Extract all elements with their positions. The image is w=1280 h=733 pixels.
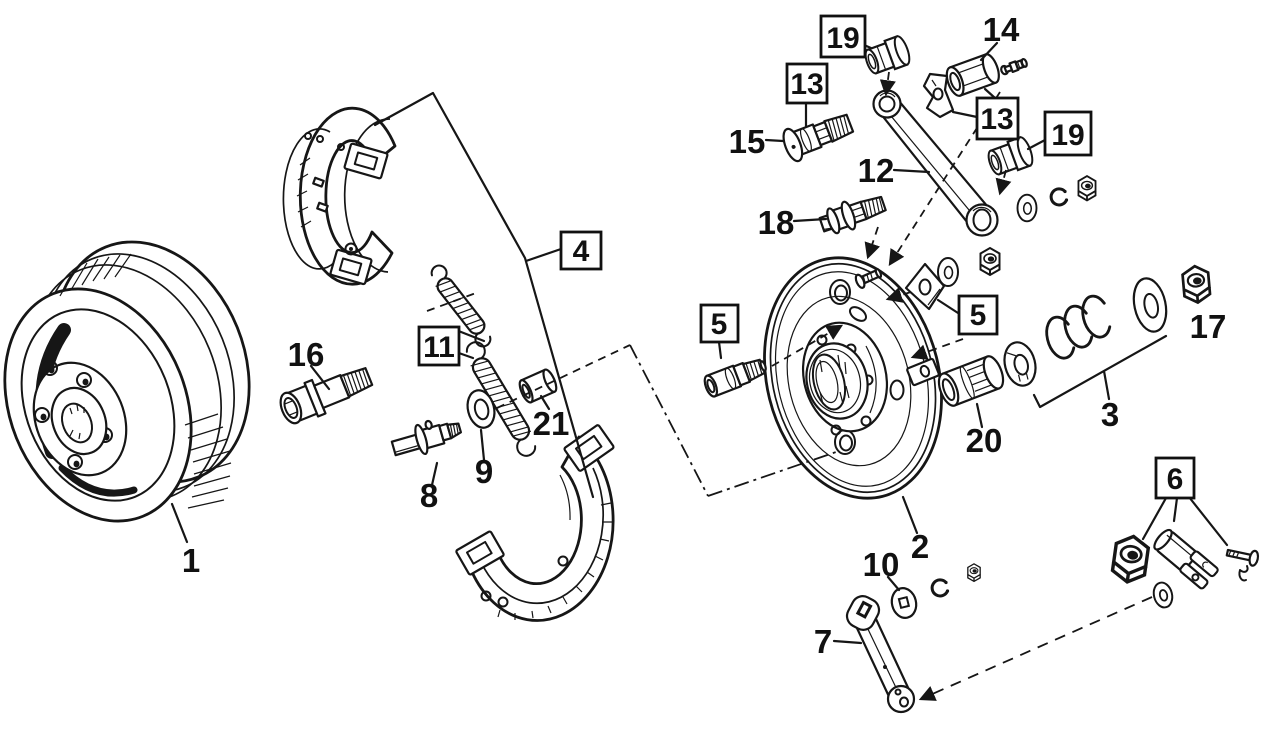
part-16-pivot-stud (279, 367, 374, 425)
callout-5-left: 5 (699, 303, 740, 344)
callout-6: 6 (1154, 456, 1196, 500)
part-19-bushing-right (984, 134, 1037, 180)
part-17-nut (1180, 263, 1213, 305)
callout-13-left: 13 (785, 62, 829, 105)
callout-12: 12 (858, 152, 895, 189)
part-5-anchor-washer (904, 262, 946, 311)
part-4-brake-shoe-upper (282, 106, 397, 286)
svg-text:13: 13 (790, 68, 823, 101)
callout-2: 2 (911, 528, 929, 565)
callout-3: 3 (1101, 396, 1119, 433)
part-7-brake-lever (845, 595, 916, 714)
nut-lever (1077, 175, 1097, 202)
part-13-plate-fragment (922, 72, 955, 119)
svg-text:5: 5 (711, 308, 728, 341)
part-3-keyed-washer (1003, 341, 1037, 387)
part-6-nut (1109, 532, 1152, 586)
part-2-backing-plate (763, 256, 943, 500)
part-5-stud (703, 358, 767, 398)
part-14-sleeve (945, 53, 1000, 97)
drum-lug-holes (34, 360, 113, 470)
svg-text:13: 13 (980, 103, 1013, 136)
callout-15: 15 (729, 123, 766, 160)
svg-text:6: 6 (1167, 463, 1184, 496)
part-1-brake-drum (3, 240, 251, 523)
callout-14: 14 (983, 11, 1020, 48)
leader-lines (170, 40, 1229, 645)
shoe-anchor-block (455, 530, 505, 576)
part-4-brake-shoe-lower (455, 424, 615, 622)
part-11-spring-upper (430, 264, 492, 348)
washer-lever (1016, 193, 1038, 223)
callout-18: 18 (758, 204, 795, 241)
anchor-tab (906, 357, 940, 387)
part-21-bushing (518, 368, 558, 404)
callouts: 1 2 3 4 5 5 6 7 8 9 10 11 12 13 13 14 15… (182, 11, 1227, 660)
shoe-anchor-block (343, 142, 389, 180)
c-clip-small (930, 578, 951, 598)
callout-16: 16 (288, 336, 325, 373)
callout-11: 11 (417, 325, 461, 367)
part-18-adjuster-bolt (818, 195, 887, 235)
clevis-washer (1152, 581, 1174, 609)
c-clip-lever (1049, 187, 1070, 207)
nut-tiny (967, 563, 981, 583)
grease-fitting (1000, 57, 1028, 76)
part-8-adjuster-screw (390, 419, 463, 457)
part-10-washer (890, 587, 918, 619)
drum-rim-hatch-bottom (184, 413, 232, 509)
callout-4: 4 (559, 230, 603, 271)
part-12-brake-lever-arm (872, 89, 999, 237)
part-3-retaining-rings (1045, 294, 1112, 360)
svg-text:5: 5 (970, 299, 987, 332)
callout-1: 1 (182, 542, 200, 579)
svg-text:11: 11 (423, 331, 455, 364)
part-6-pin (1225, 548, 1260, 567)
svg-text:19: 19 (826, 22, 859, 55)
svg-text:19: 19 (1051, 119, 1084, 152)
drum-rim-hatch-top (59, 253, 132, 297)
shoe-anchor-block (329, 248, 373, 286)
part-15-shoulder-bolt (782, 113, 855, 163)
callout-17: 17 (1190, 308, 1227, 345)
nut-small-top (979, 247, 1001, 276)
callout-13-right: 13 (975, 96, 1020, 141)
callout-10: 10 (863, 546, 900, 583)
svg-text:4: 4 (573, 235, 590, 268)
callout-19-right: 19 (1043, 110, 1093, 157)
part-6-cotter-pin (1238, 565, 1249, 582)
washer-small-top (937, 257, 959, 287)
callout-5-right: 5 (957, 294, 999, 336)
callout-7: 7 (814, 623, 832, 660)
callout-9: 9 (475, 453, 493, 490)
plate-stud (854, 267, 883, 289)
part-9-washer (466, 389, 496, 429)
part-6-clevis (1153, 528, 1219, 590)
part-19-bushing-top (861, 33, 914, 79)
callout-8: 8 (420, 477, 438, 514)
part-3-flat-washer (1132, 277, 1168, 333)
part-20-spacer (937, 355, 1005, 407)
callout-20: 20 (966, 422, 1003, 459)
callout-21: 21 (533, 405, 570, 442)
callout-19-top: 19 (819, 14, 867, 59)
